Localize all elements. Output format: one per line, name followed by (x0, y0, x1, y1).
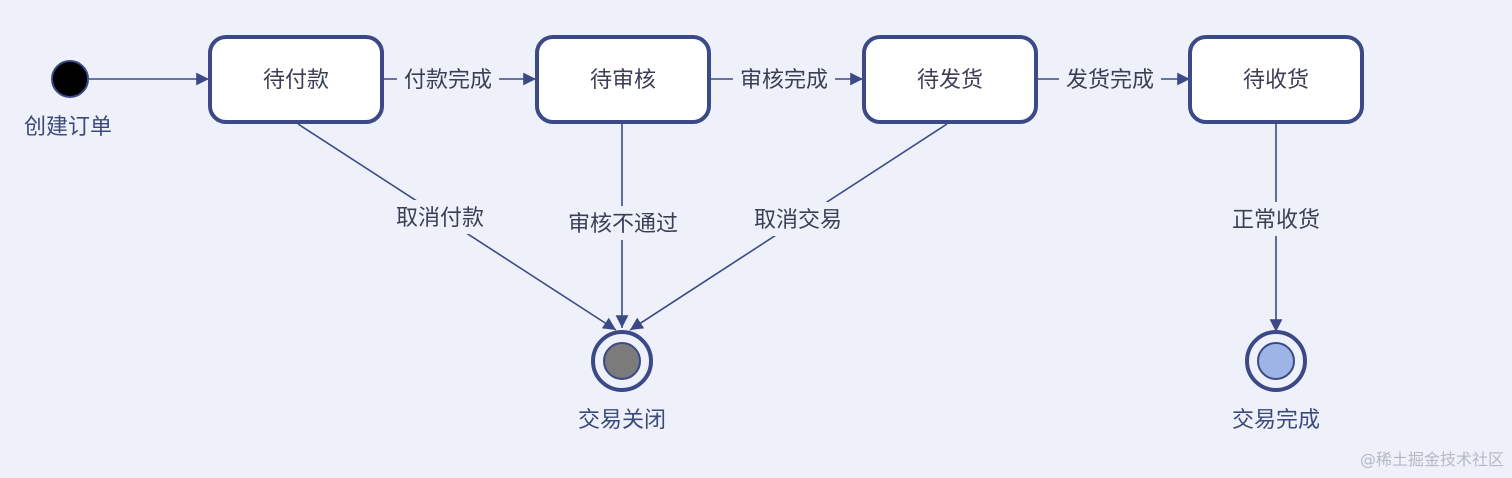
end-node-closed (591, 330, 653, 392)
edge-label-cancel-payment: 取消付款 (396, 206, 484, 231)
edge-label-review-rejected: 审核不通过 (568, 212, 678, 237)
state-label-pending-shipment: 待发货 (917, 68, 983, 93)
state-label-pending-receipt: 待收货 (1243, 68, 1309, 93)
edge-label-payment-done: 付款完成 (404, 68, 492, 93)
edge-label-normal-receipt: 正常收货 (1232, 208, 1320, 233)
end-node-complete (1245, 330, 1307, 392)
end-node-complete-label: 交易完成 (1232, 408, 1320, 433)
state-label-pending-payment: 待付款 (263, 68, 329, 93)
edge-label-shipment-done: 发货完成 (1066, 68, 1154, 93)
watermark: @稀土掘金技术社区 (1359, 450, 1504, 469)
state-pending-shipment: 待发货 (862, 35, 1038, 124)
state-pending-receipt: 待收货 (1188, 35, 1364, 124)
state-pending-review: 待审核 (535, 35, 711, 124)
edge-label-review-done: 审核完成 (740, 68, 828, 93)
end-node-closed-label: 交易关闭 (578, 408, 666, 433)
edge-label-cancel-trade: 取消交易 (754, 208, 842, 233)
state-label-pending-review: 待审核 (590, 68, 656, 93)
start-node-label: 创建订单 (24, 115, 112, 140)
state-pending-payment: 待付款 (208, 35, 384, 124)
start-node (51, 60, 89, 98)
